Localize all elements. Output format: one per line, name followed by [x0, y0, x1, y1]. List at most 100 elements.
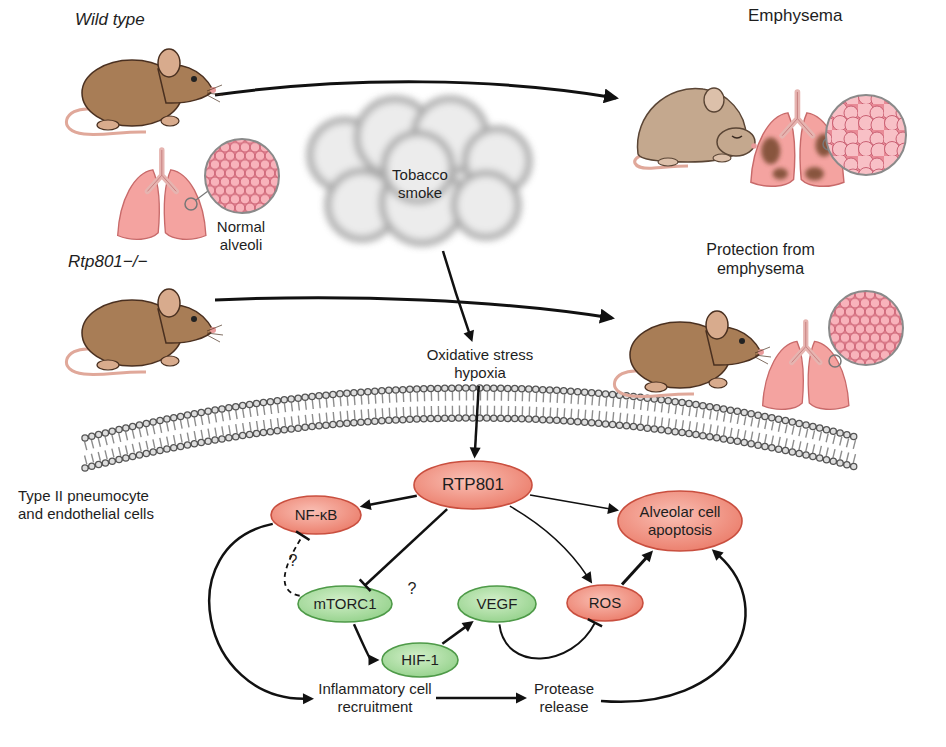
ellipse-fill — [298, 586, 392, 622]
wild-type-mouse — [66, 49, 223, 134]
arrow-head — [516, 693, 527, 704]
protein-ellipse: RTP801 — [413, 460, 533, 510]
zoom-label: Normal alveoli — [210, 218, 272, 254]
edge-label: ? — [289, 552, 298, 570]
connector — [442, 621, 473, 644]
connector — [209, 524, 314, 704]
normal-lungs — [118, 150, 206, 239]
ellipse-fill — [567, 585, 643, 621]
connector-line — [510, 506, 587, 576]
connector-line — [365, 509, 447, 585]
node-text: Protease release — [528, 680, 600, 716]
node-text: Inflammatory cell recruitment — [315, 680, 435, 716]
node-text: mTORC1 — [313, 595, 376, 613]
connector-line — [499, 623, 595, 659]
protected-lungs — [763, 291, 903, 409]
arrow-head — [581, 571, 592, 583]
protein-ellipse: HIF-1 — [381, 642, 459, 678]
ellipse-fill — [618, 491, 742, 551]
connector-line — [368, 496, 416, 505]
membrane — [85, 388, 860, 438]
emphysema-lungs — [826, 95, 906, 175]
connector — [470, 386, 481, 459]
genotype-label: Wild type — [75, 10, 145, 30]
process-text: Protease release — [528, 678, 600, 718]
node-text: NF-κB — [295, 506, 338, 524]
connector-line — [436, 697, 518, 700]
connector — [510, 506, 592, 583]
normal-lungs — [185, 198, 197, 210]
ellipse-fill — [414, 461, 532, 509]
emphysema-lungs — [761, 134, 832, 181]
text-stack: NF-κB — [295, 506, 338, 524]
text-stack: Oxidative stress hypoxia — [405, 346, 555, 382]
arrow-head — [369, 655, 380, 666]
protected-lungs — [829, 355, 841, 367]
ellipse-fill — [271, 496, 361, 534]
connector — [436, 693, 527, 704]
arrow-head — [642, 551, 653, 563]
connector-line — [601, 555, 746, 702]
connector — [622, 551, 653, 585]
arrow-head — [712, 549, 724, 560]
arrow-head — [303, 693, 314, 704]
membrane — [85, 388, 860, 438]
sick-mouse — [732, 136, 742, 138]
node-text: Alveolar cell apoptosis — [630, 503, 730, 539]
text-stack: Protease release — [528, 680, 600, 716]
sick-mouse — [635, 88, 757, 168]
sick-mouse — [751, 143, 757, 149]
text-stack: mTORC1 — [313, 595, 376, 613]
node-text: ROS — [589, 594, 622, 612]
genotype-label: Rtp801−/− — [68, 252, 147, 272]
connector — [360, 496, 417, 510]
connector-line — [530, 495, 610, 509]
mouse-arrows — [215, 82, 616, 318]
text-stack: Inflammatory cell recruitment — [315, 680, 435, 716]
node-text: HIF-1 — [401, 651, 439, 669]
arrow-head — [360, 499, 372, 510]
text-stack: VEGF — [477, 595, 518, 613]
normal-lungs — [205, 139, 279, 213]
connector — [354, 624, 380, 665]
arrow-head — [464, 330, 474, 342]
smoke-puffs — [310, 99, 529, 243]
membrane — [85, 388, 860, 468]
connector-line — [209, 524, 305, 699]
sick-mouse — [635, 88, 757, 168]
protected-lungs — [829, 291, 903, 365]
connector-line — [442, 626, 466, 644]
connector — [601, 549, 746, 702]
connector-line — [622, 557, 647, 584]
wild-type-mouse — [66, 49, 223, 134]
ellipse-fill — [382, 643, 458, 677]
ellipse-fill — [458, 586, 536, 622]
text-stack: HIF-1 — [401, 651, 439, 669]
connector — [443, 251, 474, 342]
text-stack: Tobacco smoke — [380, 166, 460, 202]
emphysema-lungs — [761, 138, 780, 165]
emphysema-lungs — [805, 167, 824, 180]
edge-label: ? — [408, 580, 417, 598]
connector-line — [443, 251, 469, 334]
connector-line — [475, 386, 479, 450]
arrow-head — [462, 621, 474, 632]
protected-mouse — [614, 311, 771, 396]
node-text: RTP801 — [442, 475, 504, 495]
protein-ellipse: mTORC1 — [297, 585, 393, 623]
cell-type-label: Type II pneumocyte and endothelial cells — [18, 487, 168, 523]
sick-mouse — [713, 154, 731, 162]
connector — [360, 509, 447, 591]
protein-ellipse: NF-κB — [270, 495, 362, 535]
arrow-head — [470, 447, 481, 458]
connector — [285, 531, 310, 595]
emphysema-lungs — [773, 168, 788, 179]
node-text: Oxidative stress hypoxia — [405, 346, 555, 382]
emphysema-lungs — [751, 92, 906, 186]
smoke-cloud: Tobacco smoke — [300, 95, 540, 250]
outcome-label: Emphysema — [748, 6, 842, 26]
node-text: Tobacco smoke — [380, 166, 460, 202]
sick-mouse — [717, 128, 755, 156]
smoke-puff — [454, 173, 518, 237]
connector-line — [354, 624, 371, 660]
